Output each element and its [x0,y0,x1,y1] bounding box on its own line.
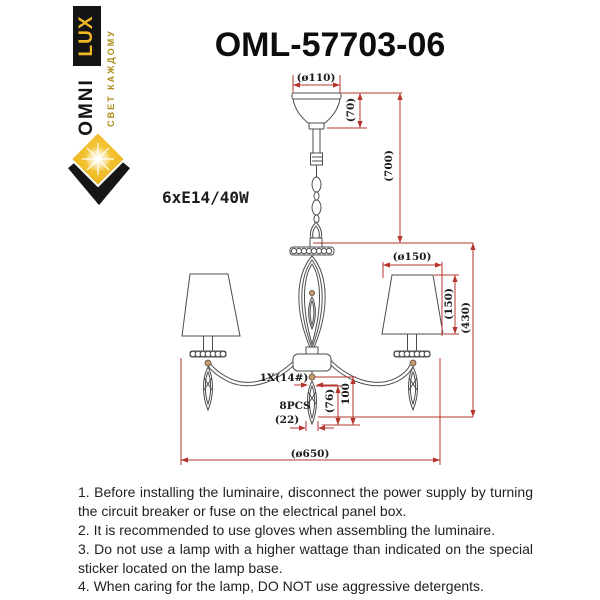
lamp-spec: 6xE14/40W [162,188,249,207]
dim-canopy-height: (70) [345,97,357,123]
arms [205,359,416,387]
central-body [289,237,335,376]
dim-total-diameter: (ø650) [290,448,330,460]
ceiling-canopy [291,92,342,130]
right-holder [393,350,431,358]
dim-canopy-diameter: (ø110) [296,72,336,84]
dim-stem-note: 1X(14#) [259,372,309,384]
right-shade [381,274,444,351]
instruction-item: 3. Do not use a lamp with a higher watta… [78,540,533,576]
dim-body-height: (430) [460,302,472,334]
dim-shade-diameter: (ø150) [392,251,432,263]
dim-drop-total-length: 100 [340,383,352,405]
suspension-chain [309,128,323,245]
logo-mark [68,130,130,206]
lux-box [73,6,101,66]
instruction-item: 1. Before installing the luminaire, disc… [78,484,533,519]
instructions-block: 1. Before installing the luminaire, disc… [78,483,533,596]
left-holder [189,350,227,358]
dim-suspension-length: (700) [383,150,395,182]
instruction-item: 4. When caring for the lamp, DO NOT use … [78,578,484,595]
dimension-lines [180,75,476,465]
center-crystal-drop [307,373,317,425]
dim-drop-length: (76) [324,388,336,414]
page-title: OML-57703-06 [214,26,446,64]
dim-shade-height: (150) [443,288,455,320]
dim-drop-width: (22) [274,414,300,426]
logo-chevron-icon [68,159,130,206]
dim-pieces-note: 8PCS [279,400,311,412]
left-shade [181,273,241,351]
instruction-item: 2. It is recommended to use gloves when … [78,521,496,538]
